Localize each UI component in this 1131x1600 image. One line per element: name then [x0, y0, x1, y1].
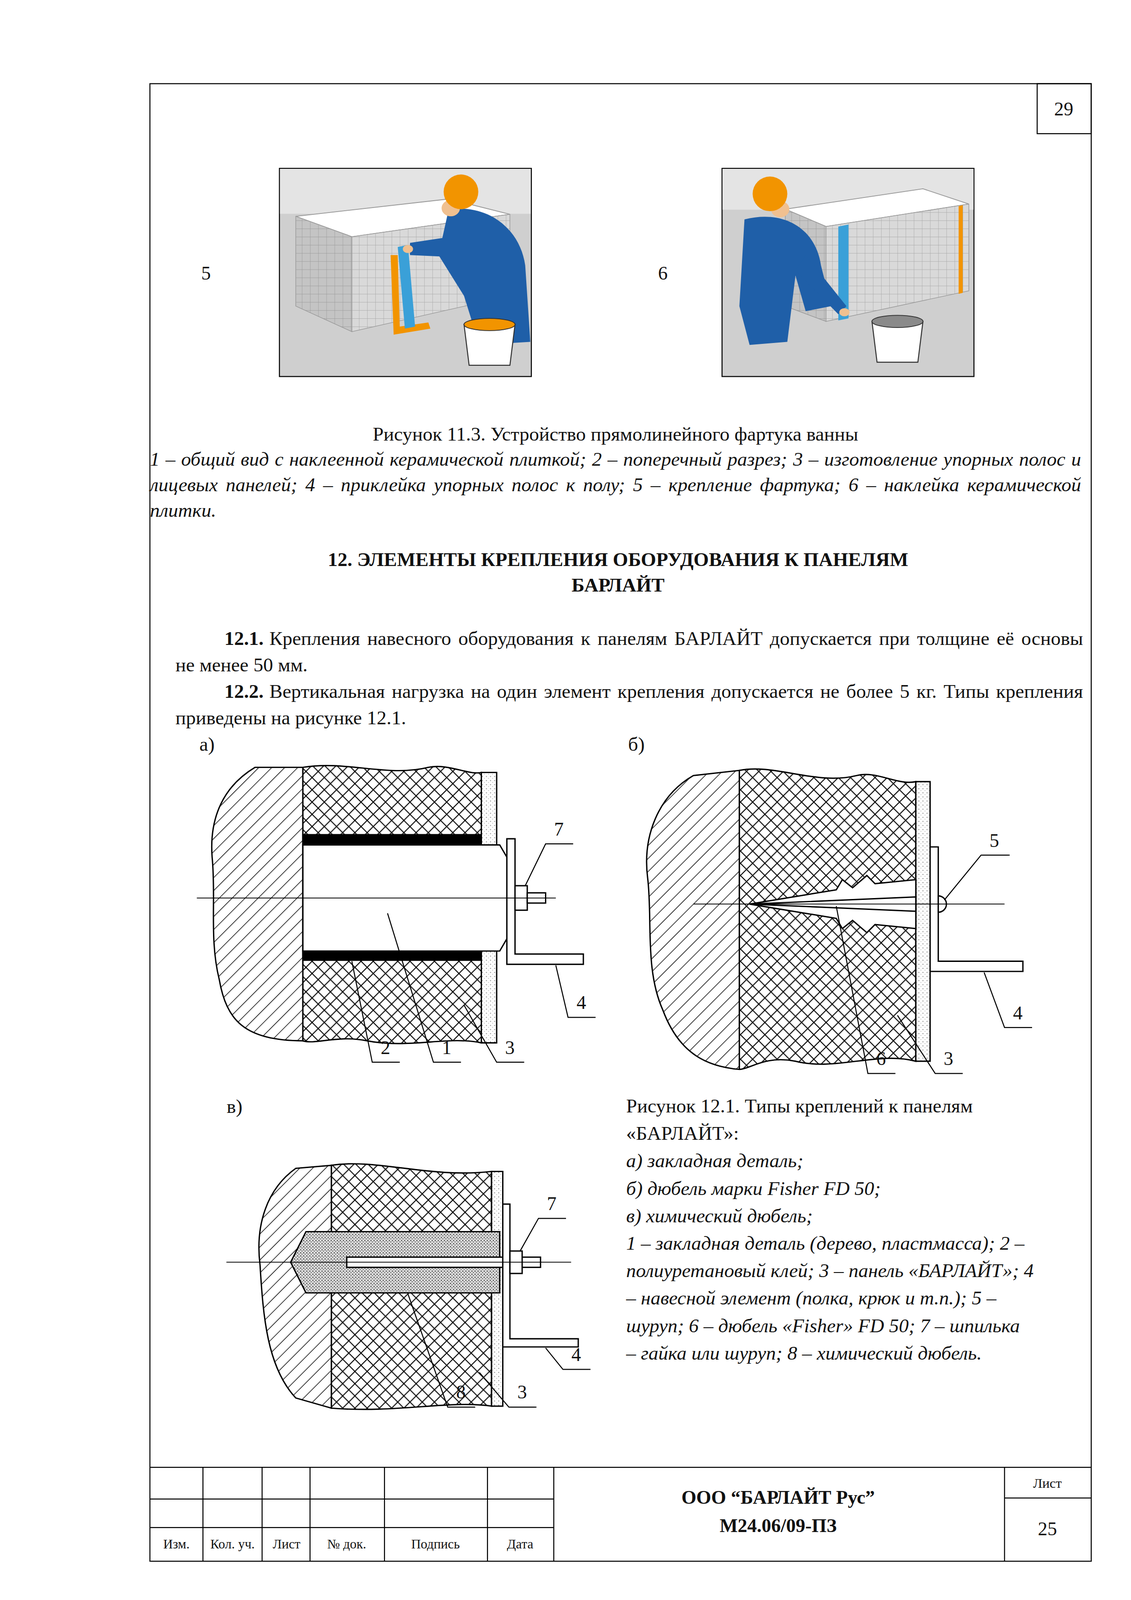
figure-caption: Рисунок 12.1. Типы креплений к панелям «… [626, 1092, 1034, 1147]
callout-number: 1 [441, 1036, 452, 1059]
page-frame [150, 83, 1092, 1562]
subfigure-letter: б) [627, 733, 645, 756]
figure-caption-block: Рисунок 12.1. Типы креплений к панелям «… [626, 1092, 1034, 1367]
legend-item: б) дюбель марки Fisher FD 50; [626, 1174, 1034, 1203]
table-cell: Лист [1032, 1474, 1062, 1491]
section-heading: 12. ЭЛЕМЕНТЫ КРЕПЛЕНИЯ ОБОРУДОВАНИЯ К ПА… [311, 546, 924, 598]
figure-caption: Рисунок 11.3. Устройство прямолинейного … [150, 421, 1082, 447]
bath-picture [721, 168, 974, 377]
table-cell: Дата [507, 1536, 534, 1552]
callout-number: 4 [1012, 1001, 1023, 1024]
leader-line [407, 1218, 591, 1407]
table-cell: Лист [272, 1536, 301, 1552]
text-body: 12.1.Крепления навесного оборудования к … [175, 625, 1084, 732]
callout-number: 4 [576, 991, 587, 1014]
subfigure-letter: в) [226, 1095, 243, 1118]
table-cell: Кол. уч. [210, 1536, 255, 1552]
paragraph: 12.1.Крепления навесного оборудования к … [175, 625, 1084, 679]
callout-number: 3 [943, 1047, 954, 1070]
callout-number: 3 [505, 1036, 515, 1059]
paragraph: 12.2.Вертикальная нагрузка на один элеме… [175, 678, 1084, 732]
section-drawing [646, 768, 1023, 1070]
callout-number: 7 [554, 818, 564, 841]
legend-item: а) закладная деталь; [626, 1146, 1034, 1175]
paragraph-text: Вертикальная нагрузка на один элемент кр… [175, 680, 1084, 729]
table-cell: Изм. [163, 1536, 190, 1552]
figure-legend: 1 – общий вид с наклеенной керамической … [150, 446, 1082, 524]
figure-number: 6 [658, 262, 668, 285]
section-drawing [197, 765, 584, 1044]
table-cell: ООО “БАРЛАЙТ Рус” [681, 1486, 875, 1509]
clause-number: 12.1. [224, 627, 264, 649]
paragraph-text: Крепления навесного оборудования к панел… [175, 627, 1084, 676]
legend-item: 1 – закладная деталь (дерево, пластмасса… [626, 1229, 1034, 1367]
callout-number: 6 [876, 1047, 887, 1070]
table-cell: 25 [1037, 1517, 1058, 1540]
callout-number: 4 [571, 1343, 582, 1366]
table-cell: Подпись [411, 1536, 461, 1552]
figure-caption-block: Рисунок 11.3. Устройство прямолинейного … [150, 421, 1082, 524]
callout-number: 2 [380, 1036, 391, 1059]
page-number-box [1037, 83, 1092, 134]
table-cell: М24.06/09-ПЗ [719, 1514, 837, 1537]
subfigure-letter: а) [199, 733, 215, 756]
callout-number: 5 [989, 829, 1000, 852]
callout-number: 8 [456, 1380, 466, 1403]
title-block [150, 1467, 1092, 1562]
callout-number: 7 [546, 1192, 557, 1215]
clause-number: 12.2. [224, 680, 264, 702]
leader-line [352, 843, 596, 1063]
bath-picture [279, 168, 532, 377]
page-number: 29 [1053, 98, 1074, 120]
legend-item: в) химический дюбель; [626, 1202, 1034, 1230]
callout-number: 3 [517, 1380, 527, 1403]
figure-number: 5 [201, 262, 211, 285]
table-cell: № док. [327, 1536, 367, 1552]
leader-line [836, 855, 1033, 1074]
section-drawing [226, 1163, 579, 1410]
